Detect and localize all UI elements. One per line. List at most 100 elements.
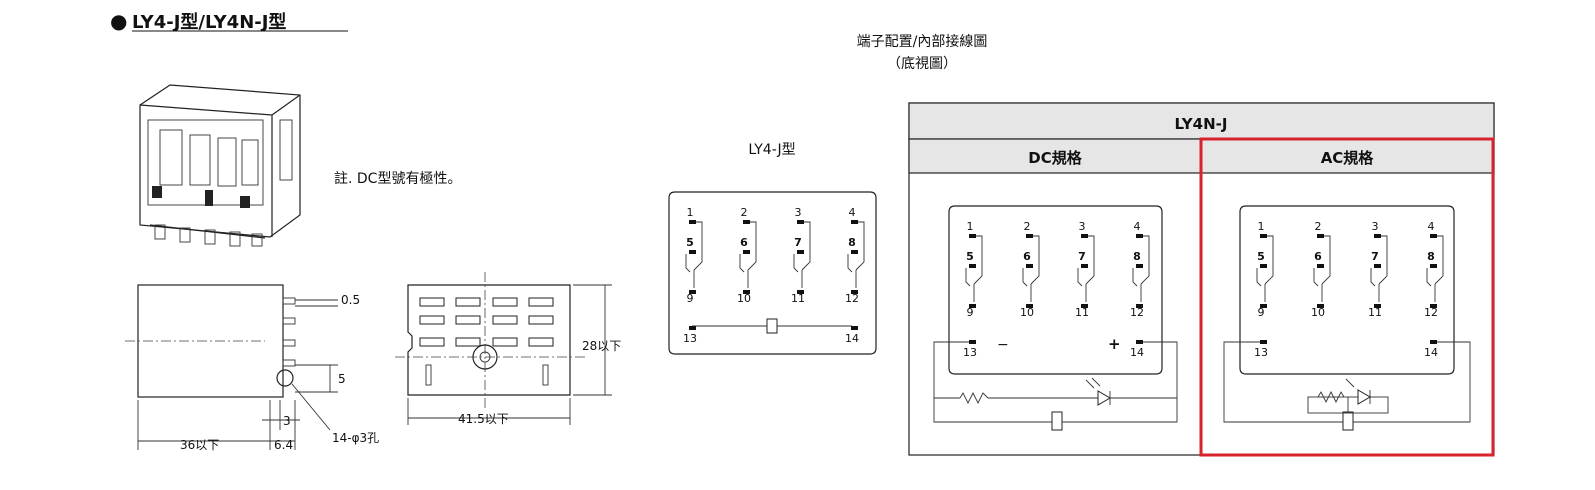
- pin-mark: [1136, 264, 1143, 268]
- terminal-number: 4: [1428, 220, 1435, 233]
- pin-mark: [1430, 264, 1437, 268]
- pin-mark: [1026, 234, 1033, 238]
- pin-mark: [797, 220, 804, 224]
- contact-no-line: [1426, 268, 1432, 287]
- pin-mark: [969, 340, 976, 344]
- terminal-slot: [492, 315, 518, 325]
- terminal-slot: [528, 297, 554, 307]
- pin-mark: [851, 250, 858, 254]
- terminal-number: 13: [963, 346, 977, 359]
- terminal-slot: [528, 315, 554, 325]
- contact-no-line: [1313, 268, 1319, 287]
- terminal-number: 6: [1023, 250, 1031, 263]
- pin-mark: [1317, 304, 1324, 308]
- contact-no-line: [1256, 268, 1262, 287]
- terminal-number: 4: [849, 206, 856, 219]
- pin-mark: [1081, 234, 1088, 238]
- terminal-number: 10: [737, 292, 751, 305]
- pin-mark: [1136, 340, 1143, 344]
- contact-nc-line: [1378, 235, 1388, 285]
- terminal-number: 2: [741, 206, 748, 219]
- terminal-number: 7: [1078, 250, 1086, 263]
- pin-mark: [1317, 264, 1324, 268]
- terminal-slot: [419, 337, 445, 347]
- dim-hole: 14-φ3孔: [332, 431, 379, 445]
- dim-5: 5: [338, 372, 346, 386]
- terminal-number: 2: [1024, 220, 1031, 233]
- contact-no-line: [1370, 268, 1376, 287]
- terminal-number: 11: [1075, 306, 1089, 319]
- pin-mark: [1081, 304, 1088, 308]
- terminal-number: 12: [845, 292, 859, 305]
- title-bullet: ●: [110, 9, 127, 33]
- pin-mark: [969, 264, 976, 268]
- terminal-number: 14: [845, 332, 859, 345]
- terminal-slot: [455, 337, 481, 347]
- side-view-drawing: [125, 284, 338, 450]
- ac-spec-title: AC規格: [1321, 149, 1375, 167]
- terminal-number: 2: [1315, 220, 1322, 233]
- pin-mark: [1430, 234, 1437, 238]
- pin-mark: [689, 290, 696, 294]
- dim-36: 36以下: [180, 438, 219, 452]
- pin-mark: [743, 290, 750, 294]
- contact-no-line: [847, 254, 853, 273]
- terminal-slot: [419, 297, 445, 307]
- terminal-slot: [528, 337, 554, 347]
- pin-mark: [969, 234, 976, 238]
- dim-6-4: 6.4: [274, 438, 293, 452]
- contact-no-line: [965, 268, 971, 287]
- terminal-slot: [419, 315, 445, 325]
- pin-mark: [743, 220, 750, 224]
- terminal-number: 5: [966, 250, 974, 263]
- pin-mark: [1374, 304, 1381, 308]
- pin-mark: [1081, 264, 1088, 268]
- dc-plus-sign: +: [1108, 335, 1121, 353]
- terminal-number: 9: [687, 292, 694, 305]
- pin-mark: [851, 220, 858, 224]
- terminal-number: 7: [1371, 250, 1379, 263]
- contact-nc-line: [1321, 235, 1331, 285]
- terminal-number: 1: [967, 220, 974, 233]
- terminal-number: 8: [1427, 250, 1435, 263]
- pin-mark: [1026, 264, 1033, 268]
- terminal-number: 6: [1314, 250, 1322, 263]
- terminal-slot: [455, 315, 481, 325]
- terminal-number: 14: [1130, 346, 1144, 359]
- terminal-number: 4: [1134, 220, 1141, 233]
- terminal-number: 7: [794, 236, 802, 249]
- terminal-number: 8: [1133, 250, 1141, 263]
- contact-no-line: [685, 254, 691, 273]
- terminal-number: 5: [686, 236, 694, 249]
- terminal-number: 1: [687, 206, 694, 219]
- contact-nc-line: [1140, 235, 1150, 285]
- page-title: LY4-J型/LY4N-J型: [132, 11, 286, 33]
- dc-minus-sign: −: [997, 337, 1009, 353]
- terminal-number: 3: [1079, 220, 1086, 233]
- pin-mark: [1374, 264, 1381, 268]
- relay-illustration: [139, 84, 301, 247]
- terminal-number: 12: [1424, 306, 1438, 319]
- pin-mark: [689, 220, 696, 224]
- pin-mark: [1317, 234, 1324, 238]
- pin-mark: [797, 290, 804, 294]
- contact-no-line: [1022, 268, 1028, 287]
- bottom-view-drawing: [395, 272, 612, 425]
- terminal-number: 10: [1311, 306, 1325, 319]
- terminal-header-line2: （底視圖）: [887, 56, 957, 72]
- contact-no-line: [1077, 268, 1083, 287]
- pin-mark: [1260, 234, 1267, 238]
- pin-mark: [743, 250, 750, 254]
- terminal-slot: [455, 297, 481, 307]
- pin-mark: [1026, 304, 1033, 308]
- dim-3: 3: [283, 414, 291, 428]
- pin-mark: [689, 326, 696, 330]
- terminal-number: 8: [848, 236, 856, 249]
- ly4nj-title: LY4N-J: [1175, 115, 1228, 133]
- terminal-number: 12: [1130, 306, 1144, 319]
- terminal-number: 3: [1372, 220, 1379, 233]
